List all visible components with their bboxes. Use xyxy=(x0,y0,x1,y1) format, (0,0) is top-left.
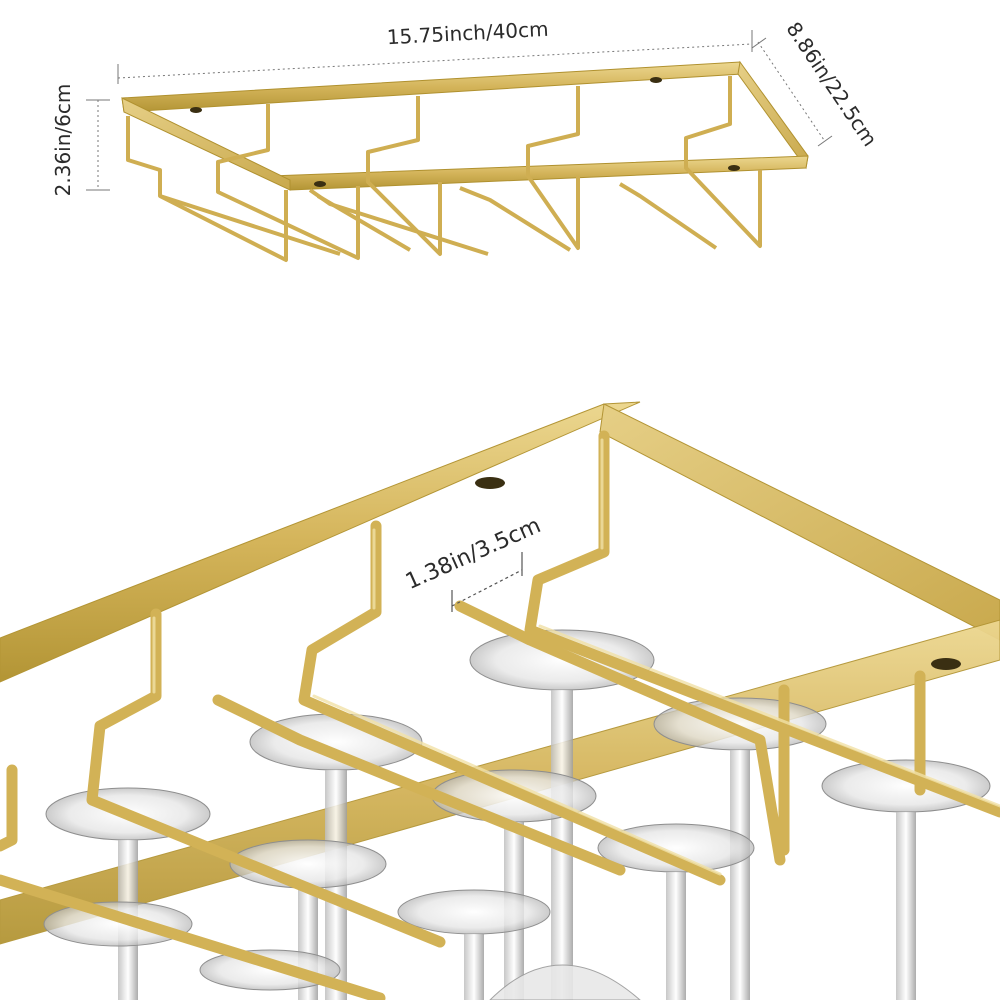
depth-dimension: 8.86in/22.5cm xyxy=(751,17,882,151)
height-label: 2.36in/6cm xyxy=(51,84,75,197)
spacing-dimension: 1.38in/3.5cm xyxy=(402,513,545,612)
top-rack-rails xyxy=(126,76,762,262)
top-rack-illustration: 15.75inch/40cm 8.86in/22.5cm 2.36in/6cm xyxy=(51,17,882,262)
closeup-rack-rails xyxy=(0,430,1000,1000)
width-label: 15.75inch/40cm xyxy=(386,17,549,49)
top-rack-frame xyxy=(121,60,809,191)
spacing-label: 1.38in/3.5cm xyxy=(402,513,545,595)
mounting-hole xyxy=(931,658,961,670)
rail-highlights xyxy=(152,438,1000,876)
mounting-hole xyxy=(475,477,505,489)
closeup-rack-illustration: 1.38in/3.5cm xyxy=(0,401,1000,1000)
depth-label: 8.86in/22.5cm xyxy=(781,17,882,150)
height-dimension: 2.36in/6cm xyxy=(51,84,110,197)
